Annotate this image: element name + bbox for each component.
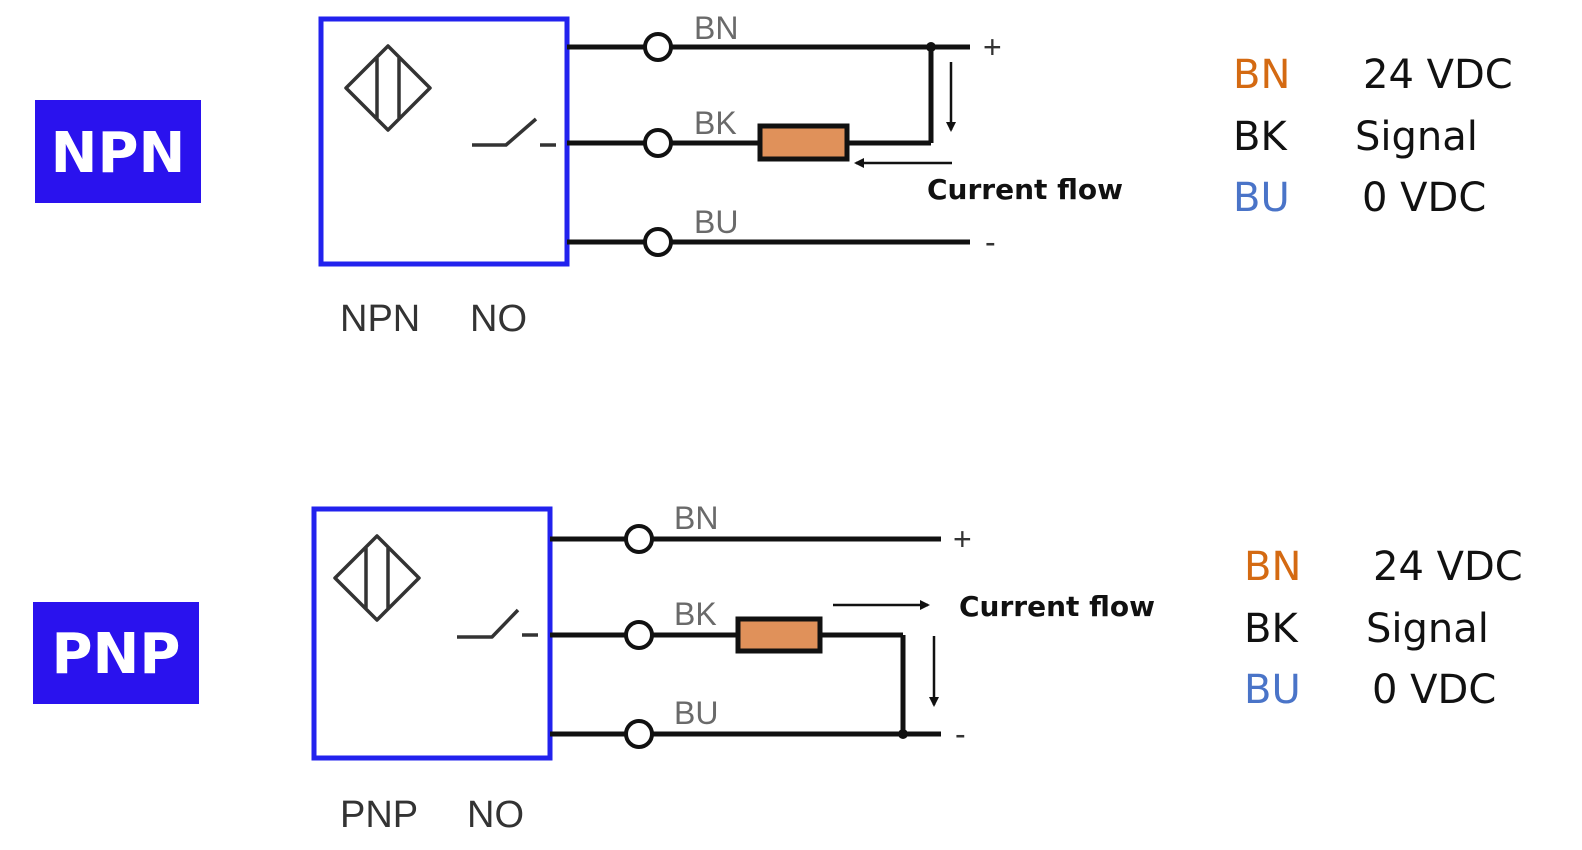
npn-badge <box>35 100 201 203</box>
npn-legend-value-bn: 24 VDC <box>1363 52 1513 98</box>
npn-terminal-bk <box>643 128 673 158</box>
pnp-section: PNP BN BK BU + - Current flow PNP NO BN … <box>33 500 1523 836</box>
pnp-legend-value-bu: 0 VDC <box>1372 667 1496 713</box>
npn-current-flow-label: Current flow <box>927 173 1123 206</box>
npn-minus-sign: - <box>985 224 996 260</box>
resistor-icon <box>735 616 823 654</box>
pnp-label-bu: BU <box>674 695 718 731</box>
npn-legend-value-bk: Signal <box>1355 114 1478 160</box>
npn-legend-code-bk: BK <box>1233 114 1288 160</box>
npn-terminal-bn <box>643 32 673 62</box>
pnp-plus-sign: + <box>953 521 972 557</box>
pnp-caption-contact: NO <box>467 794 524 836</box>
npn-legend-code-bn: BN <box>1233 52 1290 98</box>
pnp-terminal-bn <box>624 524 654 554</box>
npn-caption-contact: NO <box>470 298 527 340</box>
npn-label-bn: BN <box>694 10 738 46</box>
pnp-badge <box>33 602 199 704</box>
pnp-legend-value-bn: 24 VDC <box>1373 544 1523 590</box>
npn-legend-code-bu: BU <box>1233 175 1290 221</box>
sensor-symbol-icon <box>333 534 421 622</box>
no-switch-icon <box>472 117 556 147</box>
npn-label-bk: BK <box>694 105 737 141</box>
pnp-caption-type: PNP <box>340 794 418 836</box>
npn-terminal-bu <box>643 227 673 257</box>
pnp-current-flow-label: Current flow <box>959 590 1155 623</box>
npn-plus-sign: + <box>983 29 1002 65</box>
sensor-symbol-icon <box>344 44 432 132</box>
pnp-legend-value-bk: Signal <box>1366 606 1489 652</box>
pnp-legend-code-bk: BK <box>1244 606 1299 652</box>
pnp-badge-label: PNP <box>52 622 181 687</box>
resistor-icon <box>757 123 850 162</box>
npn-section: NPN BN BK BU + - Current flow NPN NO BN … <box>35 10 1513 340</box>
pnp-terminal-bk <box>624 620 654 650</box>
npn-sensor-box <box>318 16 570 267</box>
pnp-label-bn: BN <box>674 500 718 536</box>
npn-label-bu: BU <box>694 204 738 240</box>
pnp-legend-code-bu: BU <box>1244 667 1301 713</box>
no-switch-icon <box>457 608 538 639</box>
pnp-terminal-bu <box>624 719 654 749</box>
pnp-legend: BN 24 VDC BK Signal BU 0 VDC <box>1244 544 1523 713</box>
npn-legend-value-bu: 0 VDC <box>1362 175 1486 221</box>
pnp-junction <box>898 729 908 739</box>
npn-badge-label: NPN <box>51 121 186 186</box>
pnp-sensor-box <box>311 506 553 761</box>
pnp-legend-code-bn: BN <box>1244 544 1301 590</box>
pnp-label-bk: BK <box>674 596 717 632</box>
npn-caption-type: NPN <box>340 298 420 340</box>
npn-junction <box>926 42 936 52</box>
pnp-minus-sign: - <box>955 716 966 752</box>
npn-legend: BN 24 VDC BK Signal BU 0 VDC <box>1233 52 1513 221</box>
